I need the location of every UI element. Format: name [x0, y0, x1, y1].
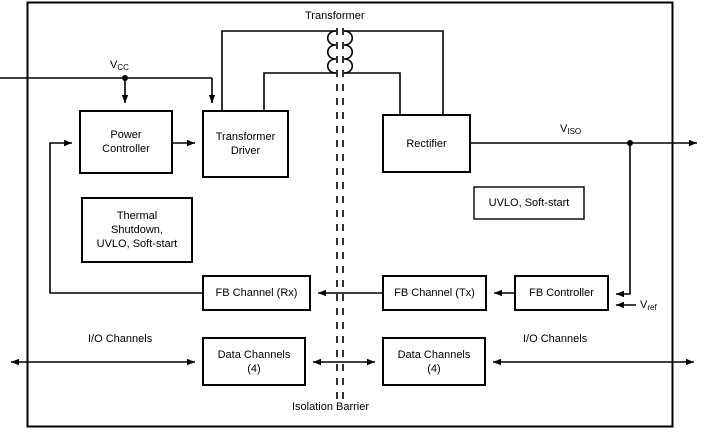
- device-outline: [26, 1, 674, 428]
- vcc-junction-dot: [122, 75, 128, 81]
- vcc-label: VCC: [110, 59, 129, 72]
- isolation-barrier-label: Isolation Barrier: [292, 401, 370, 413]
- isolation-barrier-lines: [336, 28, 344, 400]
- block-thermal-shutdown: [81, 197, 193, 263]
- viso-rail: [470, 139, 697, 298]
- block-power-controller: [79, 110, 173, 174]
- transformer-secondary-coil: [343, 30, 354, 74]
- block-fb-channel-rx: [202, 275, 311, 311]
- transformer-driver-wiring: [221, 30, 336, 111]
- block-fb-controller: [514, 275, 609, 311]
- block-rectifier: [382, 114, 471, 173]
- feedback-path: [49, 139, 515, 297]
- transformer-title-label: Transformer: [305, 10, 365, 22]
- rectifier-wiring: [344, 30, 444, 115]
- block-data-channels-right: [382, 337, 486, 386]
- viso-label: VISO: [560, 123, 582, 136]
- io-channels-right-label: I/O Channels: [523, 333, 588, 345]
- viso-junction-dot: [627, 140, 633, 146]
- transformer-primary-coil: [326, 30, 337, 74]
- block-uvlo-soft-start: [473, 186, 585, 220]
- io-channels-left-label: I/O Channels: [88, 333, 153, 345]
- block-data-channels-left: [202, 337, 306, 386]
- block-fb-channel-tx: [382, 275, 487, 311]
- block-transformer-driver: [202, 110, 289, 178]
- vref-label: Vref: [640, 299, 657, 312]
- vcc-rail: [0, 77, 216, 103]
